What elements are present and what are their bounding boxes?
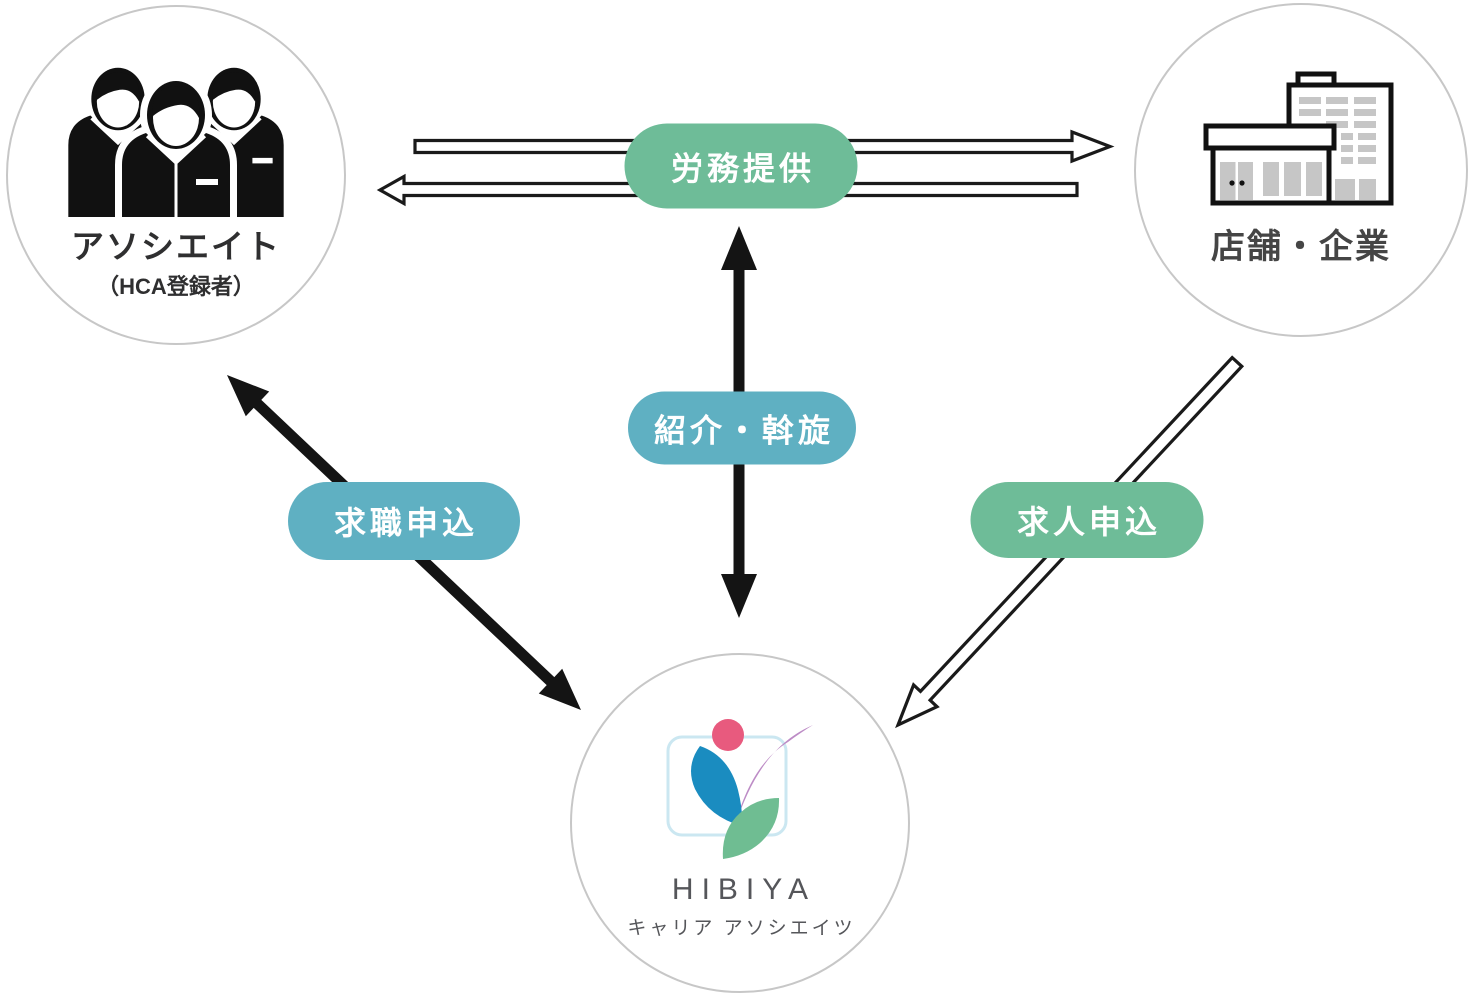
agency-node: HIBIYA キャリア アソシエイツ xyxy=(570,653,910,993)
hibiya-flower-logo xyxy=(666,719,813,859)
hire-request-label: 求人申込 xyxy=(1016,504,1161,540)
job-request-label: 求職申込 xyxy=(333,505,478,541)
agency-brand: HIBIYA xyxy=(671,873,817,906)
referral-pill: 紹介・斡旋 xyxy=(628,391,856,465)
referral-label: 紹介・斡旋 xyxy=(653,412,834,448)
company-node: 店舗・企業 xyxy=(1134,3,1468,337)
associate-node: アソシエイト （HCA登録者） xyxy=(6,5,346,345)
buildings-icon xyxy=(1203,71,1394,206)
job-request-pill: 求職申込 xyxy=(288,482,520,560)
associate-title: アソシエイト xyxy=(71,228,281,265)
logo-blue-leaf xyxy=(691,746,743,826)
logo-green-leaf xyxy=(722,798,780,859)
hire-request-pill: 求人申込 xyxy=(970,482,1204,558)
associate-subtitle: （HCA登録者） xyxy=(97,273,255,299)
company-title: 店舗・企業 xyxy=(1211,228,1391,266)
labor-pill: 労務提供 xyxy=(624,123,858,209)
people-icon xyxy=(61,57,291,217)
logo-pink-dot xyxy=(712,719,744,751)
labor-label: 労務提供 xyxy=(670,150,815,186)
agency-brand-sub: キャリア アソシエイツ xyxy=(627,918,856,939)
